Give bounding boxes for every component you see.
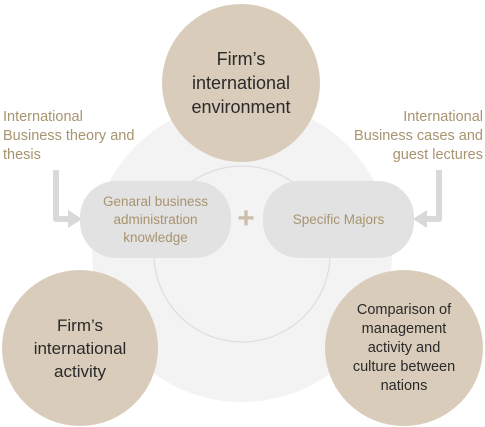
specific-majors-label: Specific Majors <box>292 211 385 227</box>
left-arrow-head <box>68 210 82 228</box>
general-business-knowledge-label: Genaral business administration knowledg… <box>102 193 209 245</box>
management-comparison-label: Comparison of management activity and cu… <box>352 301 456 394</box>
international-activity-label: Firm’s international activity <box>33 315 127 381</box>
international-activity-circle: Firm’s international activity <box>2 270 158 426</box>
international-environment-circle: Firm’s international environment <box>162 4 320 162</box>
specific-majors-pill: Specific Majors <box>263 181 414 258</box>
general-business-knowledge-pill: Genaral business administration knowledg… <box>80 181 231 258</box>
left-arrow-line <box>53 170 72 222</box>
management-comparison-circle: Comparison of management activity and cu… <box>325 270 483 426</box>
right-arrow-head <box>413 210 427 228</box>
international-business-cases-note: International Business cases and guest l… <box>354 109 483 163</box>
background-disc <box>92 102 392 402</box>
international-environment-label: Firm’s international environment <box>191 49 291 117</box>
international-business-theory-note: International Business theory and thesis <box>3 109 135 163</box>
right-arrow-line <box>423 170 442 222</box>
plus-icon: + <box>237 202 255 235</box>
